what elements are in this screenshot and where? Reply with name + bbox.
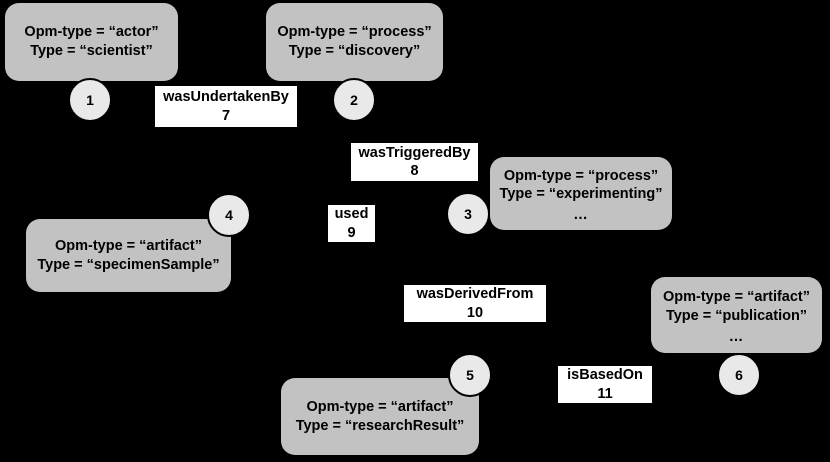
edge-label-isBasedOn[interactable]: isBasedOn 11 xyxy=(558,366,652,403)
edge-7-name: wasUndertakenBy xyxy=(163,89,289,106)
edge-label-wasTriggeredBy[interactable]: wasTriggeredBy 8 xyxy=(351,143,478,181)
node-6-opm-type: Opm-type = “artifact” xyxy=(662,289,811,306)
edge-label-wasDerivedFrom[interactable]: wasDerivedFrom 10 xyxy=(404,285,546,322)
node-6-type: Type = “publication” xyxy=(665,307,808,324)
edge-10-name: wasDerivedFrom xyxy=(416,286,534,303)
edge-label-wasUndertakenBy[interactable]: wasUndertakenBy 7 xyxy=(155,86,297,127)
node-6-ellipsis: … xyxy=(728,328,745,345)
node-box-1[interactable]: Opm-type = “actor” Type = “scientist” xyxy=(5,3,178,81)
edge-9-id: 9 xyxy=(347,224,356,241)
node-circle-2[interactable]: 2 xyxy=(332,78,376,122)
node-circle-5-label: 5 xyxy=(466,367,474,383)
edge-8-id: 8 xyxy=(410,163,419,179)
node-3-ellipsis: … xyxy=(573,207,589,224)
node-2-opm-type: Opm-type = “process” xyxy=(277,24,432,41)
node-2-type: Type = “discovery” xyxy=(288,43,421,59)
node-circle-4-label: 4 xyxy=(225,207,233,223)
node-3-type: Type = “experimenting” xyxy=(499,186,663,203)
node-circle-1[interactable]: 1 xyxy=(68,78,112,122)
node-5-type: Type = “researchResult” xyxy=(295,417,465,434)
node-4-opm-type: Opm-type = “artifact” xyxy=(54,237,203,254)
node-box-2[interactable]: Opm-type = “process” Type = “discovery” xyxy=(266,3,443,81)
edge-7-id: 7 xyxy=(221,107,231,124)
node-1-opm-type: Opm-type = “actor” xyxy=(24,24,159,41)
edge-8-name: wasTriggeredBy xyxy=(358,144,471,161)
node-circle-3-label: 3 xyxy=(464,206,472,222)
node-box-6[interactable]: Opm-type = “artifact” Type = “publicatio… xyxy=(651,277,822,353)
node-3-opm-type: Opm-type = “process” xyxy=(503,167,659,184)
node-box-3[interactable]: Opm-type = “process” Type = “experimenti… xyxy=(490,157,672,230)
edge-label-used[interactable]: used 9 xyxy=(328,205,375,242)
edge-11-name: isBasedOn xyxy=(567,367,643,384)
node-circle-3[interactable]: 3 xyxy=(446,192,490,236)
node-box-4[interactable]: Opm-type = “artifact” Type = “specimenSa… xyxy=(26,219,231,292)
node-circle-2-label: 2 xyxy=(350,92,358,108)
node-4-type: Type = “specimenSample” xyxy=(37,256,220,273)
node-1-type: Type = “scientist” xyxy=(30,43,153,59)
node-circle-5[interactable]: 5 xyxy=(448,353,492,397)
node-box-5[interactable]: Opm-type = “artifact” Type = “researchRe… xyxy=(281,378,479,455)
node-circle-4[interactable]: 4 xyxy=(207,193,251,237)
edge-9-name: used xyxy=(334,206,369,223)
node-circle-6[interactable]: 6 xyxy=(717,353,761,397)
node-circle-6-label: 6 xyxy=(735,367,743,383)
edge-11-id: 11 xyxy=(597,385,613,402)
node-circle-1-label: 1 xyxy=(86,92,94,108)
edge-10-id: 10 xyxy=(466,304,484,321)
node-5-opm-type: Opm-type = “artifact” xyxy=(306,398,454,415)
